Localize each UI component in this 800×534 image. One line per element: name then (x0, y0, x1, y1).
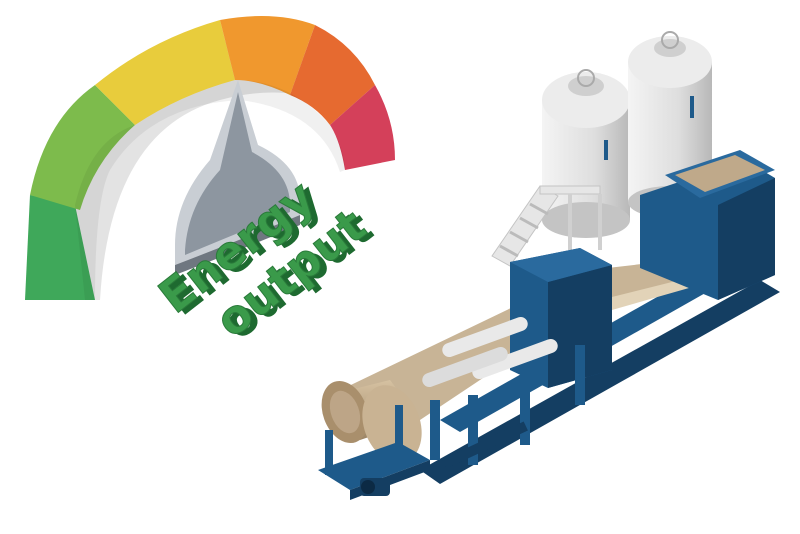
gauge-segment-red-orange (290, 25, 375, 125)
gauge-needle (175, 80, 300, 275)
gauge-segments (25, 16, 395, 300)
gauge-segment-orange (220, 16, 315, 95)
paper-roll (321, 380, 422, 463)
machine-frame (430, 345, 585, 469)
gauge-segment-green-dark (30, 85, 135, 210)
head-box (640, 150, 775, 300)
press-section (422, 248, 612, 388)
stairs (491, 185, 602, 267)
gauge-segment-green (25, 195, 95, 300)
paper-machine-icon (318, 150, 780, 500)
gauge-icon (25, 16, 395, 300)
gauge-segment-crimson (330, 85, 395, 170)
roll-stand (318, 405, 430, 500)
gauge-segment-yellow (95, 20, 235, 125)
